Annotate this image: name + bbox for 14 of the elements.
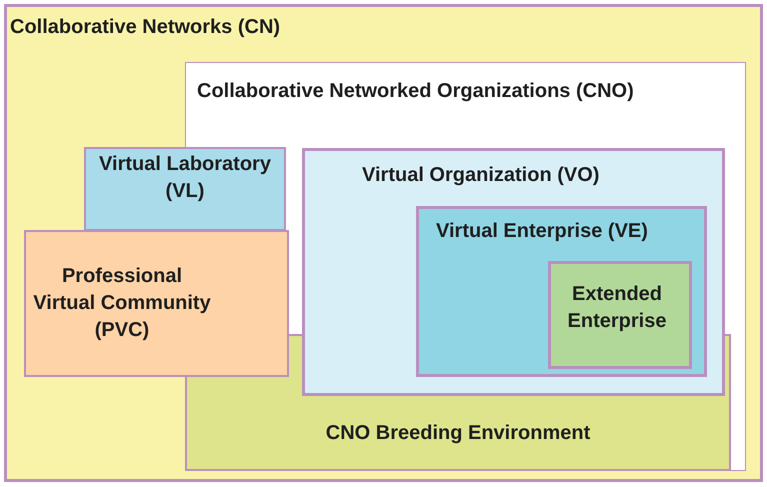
network-region [4, 4, 763, 482]
community-box [24, 230, 289, 377]
region-label: Collaborative Networked Organizations (CNO) [197, 79, 635, 104]
region-label: Professional Virtual Community (PVC) [32, 264, 212, 343]
organization-box [302, 148, 725, 396]
extended-enterprise-box [548, 261, 692, 369]
laboratory-box [84, 147, 286, 231]
region-label: Collaborative Networks (CN) [10, 15, 282, 40]
region-label: Virtual Laboratory (VL) [98, 152, 272, 204]
region-label: Virtual Organization (VO) [362, 163, 600, 188]
enterprise-box [416, 206, 707, 377]
region-label: CNO Breeding Environment [324, 421, 592, 446]
region-label: Virtual Enterprise (VE) [436, 219, 649, 244]
region-label: Extended Enterprise [566, 282, 668, 334]
